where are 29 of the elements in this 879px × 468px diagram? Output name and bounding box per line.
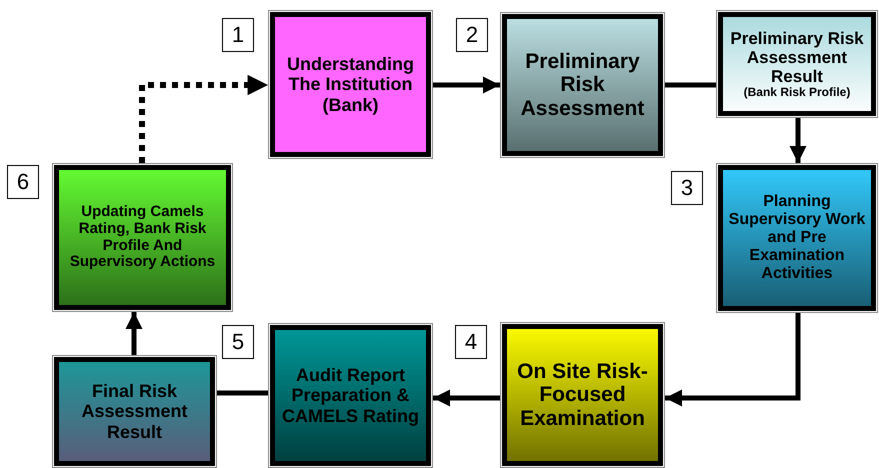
- step-number: 6: [7, 165, 39, 199]
- step-number: 1: [222, 18, 254, 52]
- step-number: 4: [455, 325, 487, 359]
- step-number: 3: [671, 171, 703, 205]
- process-box: [716, 10, 878, 118]
- arrow: [433, 76, 500, 94]
- process-box: [52, 163, 233, 312]
- step-title: Understanding The Institution (Bank): [286, 54, 415, 115]
- step-title: Updating Camels Rating, Bank Risk Profile And Supervisory Actions: [68, 204, 216, 272]
- arrow: [126, 312, 142, 355]
- step-title: Planning Supervisory Work and Pre Examination Activities: [728, 193, 866, 283]
- process-box: [52, 355, 217, 468]
- step-title: Final Risk Assessment Result: [80, 381, 189, 442]
- arrow: [665, 313, 800, 406]
- step-title: Preliminary Risk Assessment: [520, 50, 646, 120]
- arrow: [790, 118, 806, 163]
- arrow: [433, 390, 500, 406]
- step-title: Preliminary Risk Assessment Result: [729, 28, 865, 86]
- step-title: Audit Report Preparation & CAMELS Rating: [281, 365, 420, 426]
- process-box: [716, 163, 878, 313]
- step-title: On Site Risk-Focused Examination: [516, 360, 649, 430]
- process-box: [268, 323, 433, 468]
- step-number: 5: [222, 325, 254, 359]
- dashed-arrow: [139, 74, 268, 163]
- process-box: [500, 12, 665, 158]
- step-number: 2: [456, 18, 488, 52]
- process-box: [500, 322, 665, 468]
- step-subtitle: (Bank Risk Profile): [744, 86, 850, 100]
- process-box: [268, 10, 433, 159]
